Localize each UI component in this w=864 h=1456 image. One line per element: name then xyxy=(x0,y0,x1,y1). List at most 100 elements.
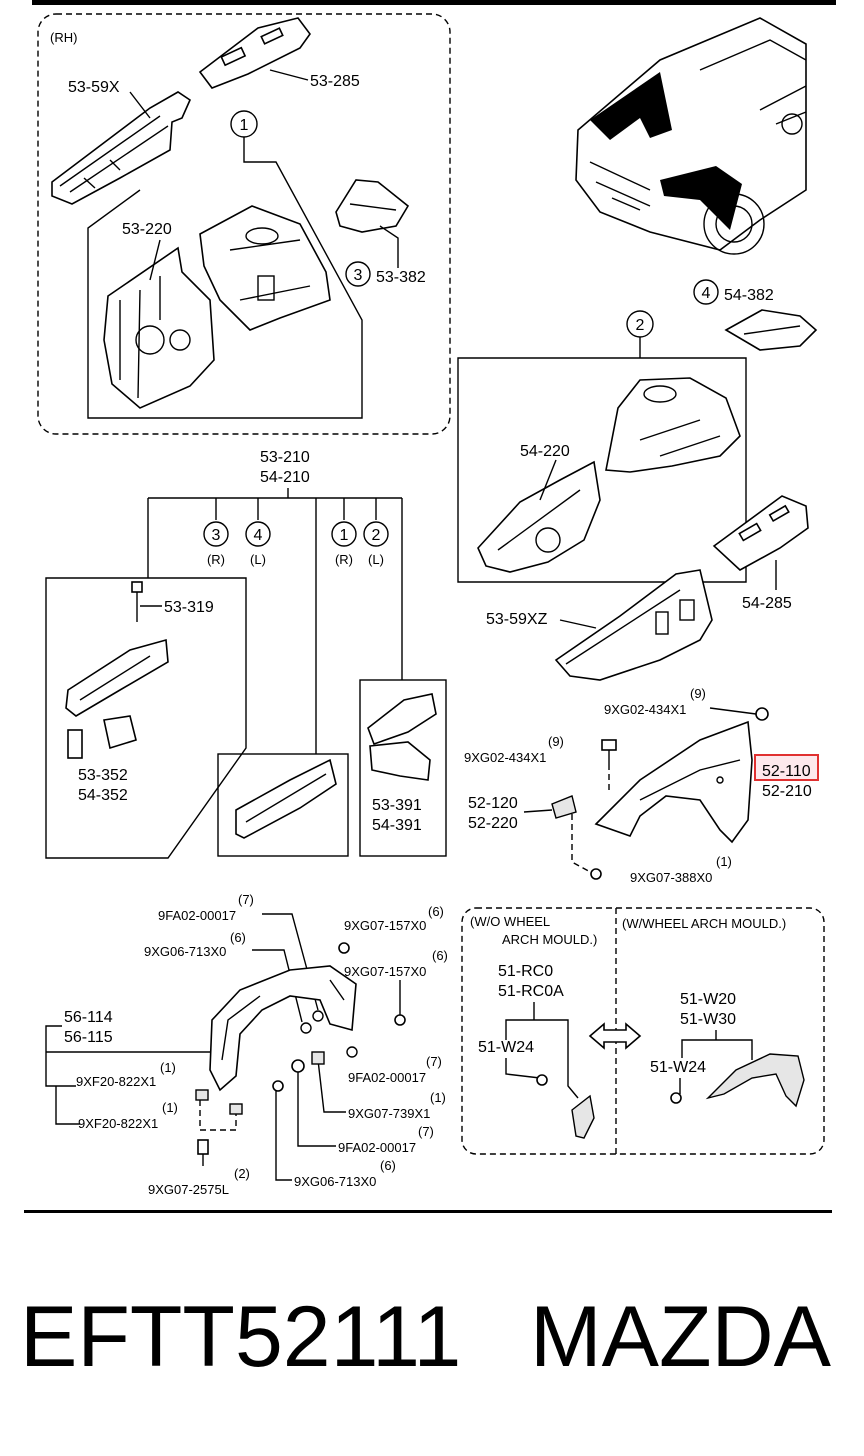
leader-52-120 xyxy=(523,809,553,813)
qty-9a: (9) xyxy=(690,686,706,701)
box-rail xyxy=(217,753,349,857)
label-54-285: 54-285 xyxy=(742,595,792,612)
clip-9xg07-157a[interactable] xyxy=(338,942,350,954)
leader-53-59xz xyxy=(559,619,597,629)
leader-53-59x xyxy=(129,91,151,119)
clip-9xg07-388[interactable] xyxy=(590,868,602,880)
tree-lines xyxy=(147,488,403,754)
label-51-rc0a: 51-RC0A xyxy=(498,983,564,1000)
qty-7c: (7) xyxy=(418,1124,434,1139)
bolt-53-319[interactable] xyxy=(131,581,143,622)
label-53-391: 53-391 xyxy=(372,797,422,814)
qty-2a: (2) xyxy=(234,1166,250,1181)
callout-3-top-num: 3 xyxy=(354,267,363,284)
callout-1-mid-num: 1 xyxy=(340,527,349,544)
label-52-110: 52-110 xyxy=(762,763,811,780)
clip-51-w24-b[interactable] xyxy=(670,1092,682,1104)
part-frame-rail-mid[interactable] xyxy=(235,758,337,839)
part-frame-rail-front[interactable] xyxy=(65,638,169,717)
label-9fa02-a: 9FA02-00017 xyxy=(158,908,236,923)
part-strut-tower-lh[interactable] xyxy=(605,377,741,473)
arrow-exchange xyxy=(588,1022,642,1050)
label-52-120: 52-120 xyxy=(468,795,518,812)
clip-51-w24-a[interactable] xyxy=(536,1074,548,1086)
label-9xf20-a: 9XF20-822X1 xyxy=(76,1074,156,1089)
label-9xg02-a: 9XG02-434X1 xyxy=(604,702,686,717)
label-51-rc0: 51-RC0 xyxy=(498,963,553,980)
callout-4-mid-num: 4 xyxy=(254,527,263,544)
leader-9fa02-c xyxy=(297,1070,336,1147)
callout-4-top-num: 4 xyxy=(702,285,711,302)
leader-54-220 xyxy=(539,459,557,501)
label-9xf20-b: 9XF20-822X1 xyxy=(78,1116,158,1131)
label-9fa02-c: 9FA02-00017 xyxy=(338,1140,416,1155)
top-border xyxy=(32,0,836,5)
bolt-9xg02-b[interactable] xyxy=(601,739,617,764)
label-54-220: 54-220 xyxy=(520,443,570,460)
clip-9xf20-b[interactable] xyxy=(229,1103,243,1115)
label-56-114: 56-114 xyxy=(64,1009,113,1026)
part-53-59xz[interactable] xyxy=(554,569,713,681)
label-54-382: 54-382 xyxy=(724,287,774,304)
bracket-51-w20 xyxy=(681,1030,753,1060)
callout-2-top-num: 2 xyxy=(636,317,645,334)
clip-9xf20-a[interactable] xyxy=(195,1089,209,1101)
callout-2-mid xyxy=(363,521,389,547)
dash-9xf20 xyxy=(199,1100,237,1131)
part-51-w20-arch[interactable] xyxy=(705,1053,805,1108)
leader-9xg02-a xyxy=(709,707,757,715)
label-9xg07-388: 9XG07-388X0 xyxy=(630,870,712,885)
brand-name: MAZDA xyxy=(530,1289,832,1385)
callout-1-mid xyxy=(331,521,357,547)
highlight-52-110 xyxy=(754,754,819,781)
part-53-285[interactable] xyxy=(198,17,311,89)
part-56-114-liner[interactable] xyxy=(209,965,358,1092)
leader-53-220 xyxy=(149,239,161,281)
qty-6d: (6) xyxy=(380,1158,396,1173)
part-54-382[interactable] xyxy=(724,309,818,351)
part-54-285[interactable] xyxy=(712,495,809,571)
label-51-w20: 51-W20 xyxy=(680,991,736,1008)
leader-9xg06-b xyxy=(275,1090,292,1181)
part-52-120-bracket[interactable] xyxy=(551,795,577,819)
part-54-220[interactable] xyxy=(477,460,601,573)
part-51-rc0-guard[interactable] xyxy=(571,1094,595,1139)
label-9xg02-b: 9XG02-434X1 xyxy=(464,750,546,765)
part-53-391[interactable] xyxy=(369,741,431,781)
bolt-9xg02-a[interactable] xyxy=(755,707,769,721)
part-53-382[interactable] xyxy=(335,179,410,233)
clip-9xg07-157b[interactable] xyxy=(394,1014,406,1026)
bracket-1-top xyxy=(87,137,363,419)
label-56-115: 56-115 xyxy=(64,1029,113,1046)
qty-1d: (1) xyxy=(430,1090,446,1105)
label-51-w24-b: 51-W24 xyxy=(650,1059,706,1076)
qualifier-r-1: (R) xyxy=(335,552,353,567)
part-strut-tower-rh[interactable] xyxy=(199,205,331,331)
label-9xg06-b: 9XG06-713X0 xyxy=(294,1174,376,1189)
part-53-352[interactable] xyxy=(67,715,137,759)
label-wo-wheel-2: ARCH MOULD.) xyxy=(502,932,597,947)
part-52-110-fender[interactable] xyxy=(594,720,753,844)
label-51-w24-a: 51-W24 xyxy=(478,1039,534,1056)
label-53-59xz: 53-59XZ xyxy=(486,611,548,628)
qty-1c: (1) xyxy=(162,1100,178,1115)
clip-9fa02-c[interactable] xyxy=(291,1059,305,1073)
clip-9xg06-b[interactable] xyxy=(272,1080,284,1092)
bracket-51-rc0 xyxy=(505,1002,579,1099)
label-53-319: 53-319 xyxy=(164,599,214,616)
label-54-352: 54-352 xyxy=(78,787,128,804)
qualifier-r-3: (R) xyxy=(207,552,225,567)
bottom-border xyxy=(24,1210,832,1213)
box-53-319 xyxy=(45,577,247,859)
label-52-220: 52-220 xyxy=(468,815,518,832)
label-wo-wheel-1: (W/O WHEEL xyxy=(470,914,550,929)
label-53-352: 53-352 xyxy=(78,767,128,784)
bolt-9xg07-2575[interactable] xyxy=(197,1139,209,1166)
label-9xg07-157b: 9XG07-157X0 xyxy=(344,964,426,979)
clip-9xg07-739[interactable] xyxy=(311,1051,325,1065)
part-53-220[interactable] xyxy=(103,246,215,409)
callout-4-top xyxy=(693,279,719,305)
part-rail-extension[interactable] xyxy=(367,693,437,746)
vehicle-illustration xyxy=(575,17,807,255)
part-53-59x[interactable] xyxy=(51,91,192,205)
